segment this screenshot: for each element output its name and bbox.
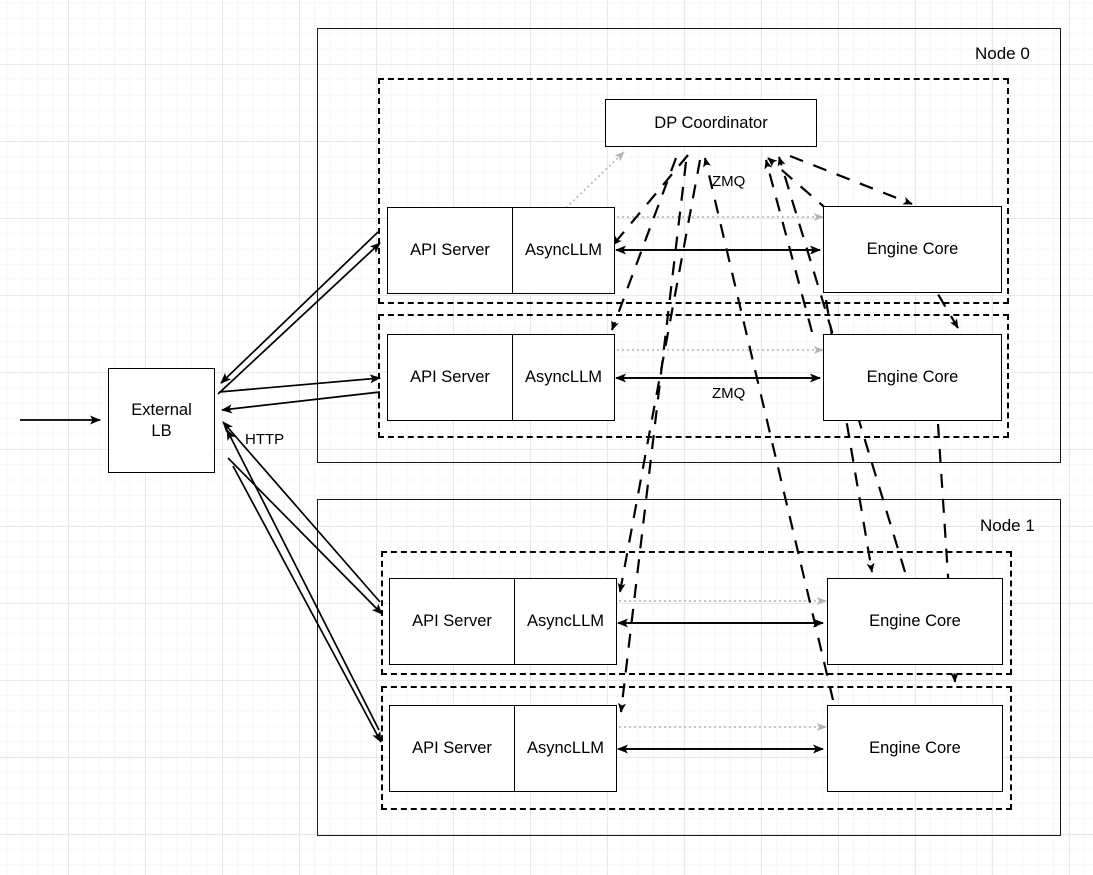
engine-core-label: Engine Core (866, 240, 959, 259)
node-0-rank-0-engine-core-box[interactable]: Engine Core (823, 206, 1002, 293)
edge-lb-n0r1-out (218, 374, 381, 393)
asyncllm-cell[interactable]: AsyncLLM (514, 706, 616, 791)
edge-dash-coordinator-to-n1r0-asyncllm (617, 159, 702, 593)
edge-lb-n1r0-out (227, 457, 383, 615)
edge-dash-coordinator-to-n0r1-asyncllm (610, 157, 678, 331)
node-1-rank-1-engine-core-box[interactable]: Engine Core (827, 705, 1003, 792)
zmq-edge-label-top: ZMQ (712, 173, 746, 190)
external-lb-box[interactable]: External LB (108, 368, 215, 473)
external-lb-label-line1: External (131, 400, 192, 419)
node-0-rank-0-group (378, 78, 1009, 304)
engine-core-label: Engine Core (869, 612, 961, 631)
api-server-cell[interactable]: API Server (410, 241, 490, 260)
edge-lb-n0r0-out (217, 242, 381, 395)
node-0-label: Node 0 (975, 44, 1030, 63)
engine-core-label: Engine Core (866, 368, 959, 387)
edge-dash-n0r0-core-to-coordinator (767, 157, 831, 213)
node-1-frame (317, 499, 1061, 836)
asyncllm-cell[interactable]: AsyncLLM (512, 208, 614, 293)
edge-dash-coordinator-to-n1r1-asyncllm (618, 161, 688, 713)
http-edge-label: HTTP (245, 431, 285, 448)
node-0-rank-1-engine-core-box[interactable]: Engine Core (823, 334, 1002, 421)
edge-n0r1-lb-in (221, 391, 381, 414)
node-1-rank-1-group (381, 686, 1012, 810)
edge-dash-n1r0-core-to-coordinator (777, 156, 907, 573)
node-1-rank-0-engine-core-box[interactable]: Engine Core (827, 578, 1003, 665)
edge-dash-coordinator-to-n0r0-asyncllm (612, 154, 689, 246)
asyncllm-cell[interactable]: AsyncLLM (514, 579, 616, 664)
zmq-edge-label-bottom: ZMQ (712, 385, 746, 402)
node-1-rank-0-api-server-box[interactable]: API Server AsyncLLM (389, 578, 617, 665)
edge-n1r1-lb-in (226, 429, 380, 731)
edge-n0r0-lb-in (220, 231, 379, 384)
asyncllm-cell[interactable]: AsyncLLM (512, 335, 614, 420)
engine-core-label: Engine Core (869, 739, 961, 758)
api-server-cell[interactable]: API Server (412, 739, 492, 758)
api-server-cell[interactable]: API Server (412, 612, 492, 631)
edge-dash-n1r1-core-to-coordinator (703, 157, 835, 701)
edge-dash-coordinator-to-n1r0-core (824, 299, 875, 573)
node-0-frame (317, 28, 1061, 463)
dp-coordinator-label: DP Coordinator (654, 113, 768, 132)
edge-n1r0-lb-in (222, 421, 381, 603)
api-server-cell[interactable]: API Server (410, 368, 490, 387)
edge-dash-coordinator-to-n0r0-core (789, 154, 913, 206)
node-0-rank-0-api-server-box[interactable]: API Server AsyncLLM (387, 207, 615, 294)
edge-dash-coordinator-to-n1r1-core (936, 423, 959, 683)
edge-lb-n1r1-out (232, 465, 382, 743)
node-1-label: Node 1 (980, 516, 1035, 535)
node-0-rank-1-api-server-box[interactable]: API Server AsyncLLM (387, 334, 615, 421)
edge-dotted-n0r0-asyncllm-to-coordinator (565, 151, 625, 209)
dp-coordinator-box[interactable]: DP Coordinator (605, 99, 817, 147)
external-lb-label-line2: LB (151, 421, 172, 440)
edge-dash-n0r1-core-to-coordinator (764, 159, 814, 333)
node-1-rank-1-api-server-box[interactable]: API Server AsyncLLM (389, 705, 617, 792)
